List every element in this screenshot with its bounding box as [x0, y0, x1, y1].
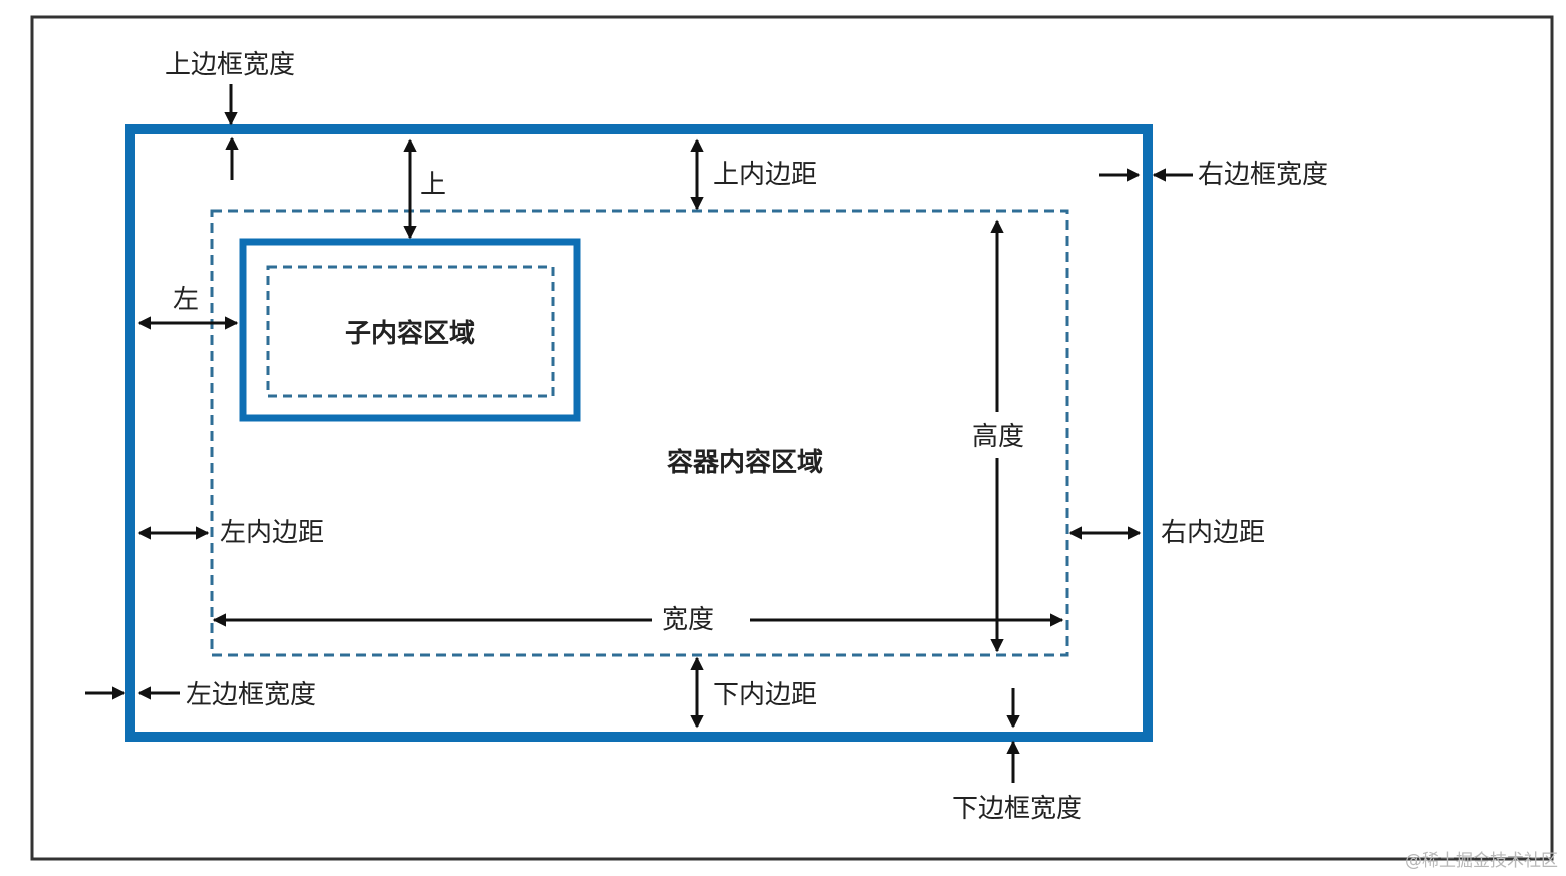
label-bottom-border-width: 下边框宽度	[952, 794, 1082, 824]
label-width: 宽度	[662, 605, 714, 635]
label-top-offset: 上	[420, 170, 446, 200]
label-bottom-padding: 下内边距	[713, 680, 817, 710]
label-right-padding: 右内边距	[1161, 518, 1265, 548]
label-height: 高度	[972, 422, 1024, 452]
label-child-content-area: 子内容区域	[345, 318, 475, 349]
outer-frame	[30, 15, 1554, 861]
child-border	[239, 238, 581, 422]
label-top-border-width: 上边框宽度	[165, 50, 295, 80]
container-border	[125, 124, 1153, 742]
label-left-border-width: 左边框宽度	[186, 680, 316, 710]
label-right-border-width: 右边框宽度	[1198, 160, 1328, 190]
label-top-padding: 上内边距	[713, 160, 817, 190]
label-left-offset: 左	[173, 285, 199, 315]
label-left-padding: 左内边距	[220, 518, 324, 548]
label-container-content-area: 容器内容区域	[667, 447, 823, 478]
watermark: @稀土掘金技术社区	[1405, 851, 1558, 871]
child-content-area	[266, 265, 555, 398]
container-content-area	[210, 209, 1069, 657]
